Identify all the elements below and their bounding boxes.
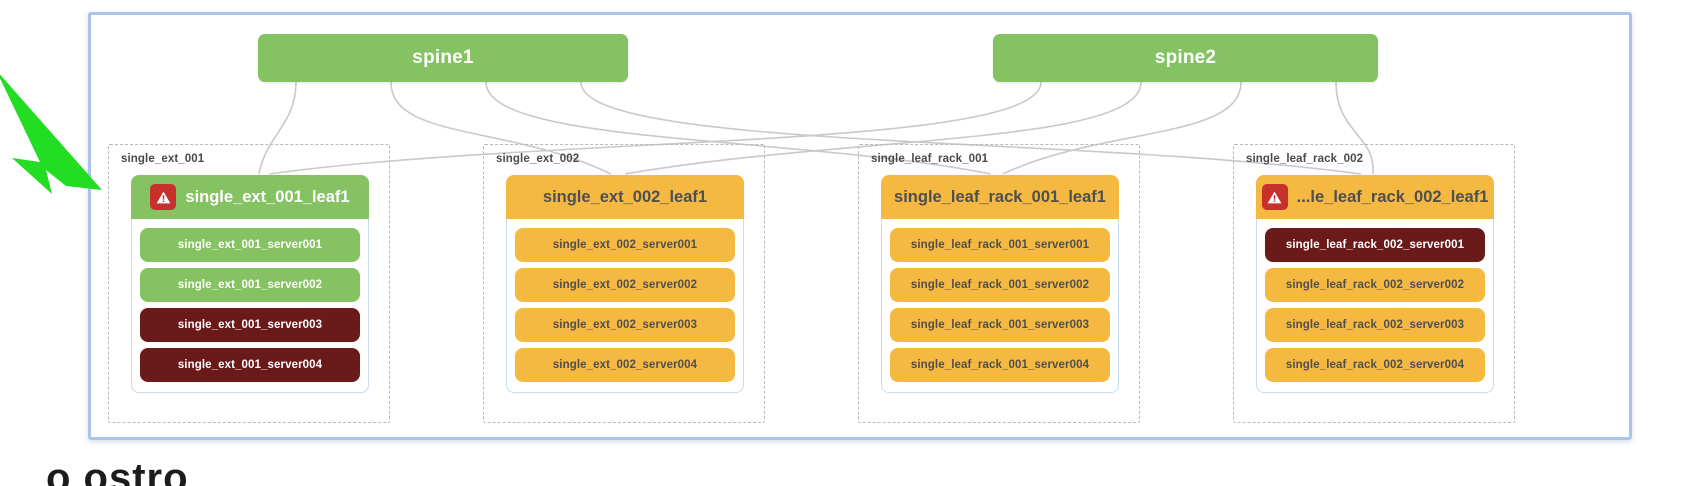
server-node[interactable]: single_ext_002_server003: [515, 308, 735, 342]
leaf-node-single-leaf-rack-001-leaf1[interactable]: single_leaf_rack_001_leaf1: [881, 175, 1119, 219]
server-node[interactable]: single_leaf_rack_002_server001: [1265, 228, 1485, 262]
rack-label: single_leaf_rack_002: [1246, 153, 1364, 165]
leaf-node-single-leaf-rack-002-leaf1[interactable]: ...le_leaf_rack_002_leaf1: [1256, 175, 1494, 219]
leaf-label: single_ext_002_leaf1: [542, 187, 708, 206]
leaf-block[interactable]: single_leaf_rack_001_leaf1 single_leaf_r…: [881, 175, 1119, 393]
leaf-server-list: single_leaf_rack_002_server001 single_le…: [1256, 219, 1494, 393]
server-node[interactable]: single_ext_001_server002: [140, 268, 360, 302]
leaf-node-single-ext-002-leaf1[interactable]: single_ext_002_leaf1: [506, 175, 744, 219]
leaf-label: single_leaf_rack_001_leaf1: [894, 187, 1106, 206]
server-node[interactable]: single_leaf_rack_001_server001: [890, 228, 1110, 262]
topology-canvas[interactable]: spine1 spine2 single_ext_001 single_ext_…: [88, 12, 1632, 440]
server-node[interactable]: single_ext_001_server001: [140, 228, 360, 262]
leaf-label: ...le_leaf_rack_002_leaf1: [1296, 187, 1489, 206]
server-node[interactable]: single_ext_002_server004: [515, 348, 735, 382]
cut-off-caption: o ostro: [46, 456, 189, 486]
server-node[interactable]: single_leaf_rack_002_server002: [1265, 268, 1485, 302]
rack-label: single_ext_001: [121, 153, 205, 165]
leaf-server-list: single_ext_001_server001 single_ext_001_…: [131, 219, 369, 393]
spine-node-spine1[interactable]: spine1: [258, 34, 628, 82]
spine-label: spine1: [412, 47, 474, 68]
leaf-server-list: single_leaf_rack_001_server001 single_le…: [881, 219, 1119, 393]
rack-label: single_ext_002: [496, 153, 580, 165]
warning-triangle-icon[interactable]: [1261, 184, 1288, 210]
rack-group-single-ext-001[interactable]: single_ext_001 single_ext_001_leaf1 sing…: [108, 144, 390, 423]
spine-label: spine2: [1154, 47, 1217, 68]
server-node[interactable]: single_leaf_rack_001_server004: [890, 348, 1110, 382]
rack-group-single-ext-002[interactable]: single_ext_002 single_ext_002_leaf1 sing…: [483, 144, 765, 423]
server-node[interactable]: single_ext_001_server003: [140, 308, 360, 342]
rack-group-single-leaf-rack-002[interactable]: single_leaf_rack_002 ...le_leaf_rack_002…: [1233, 144, 1515, 423]
spine-node-spine2[interactable]: spine2: [993, 34, 1378, 82]
server-node[interactable]: single_leaf_rack_002_server004: [1265, 348, 1485, 382]
leaf-server-list: single_ext_002_server001 single_ext_002_…: [506, 219, 744, 393]
rack-label: single_leaf_rack_001: [871, 153, 989, 165]
rack-group-single-leaf-rack-001[interactable]: single_leaf_rack_001 single_leaf_rack_00…: [858, 144, 1140, 423]
server-node[interactable]: single_ext_001_server004: [140, 348, 360, 382]
leaf-block[interactable]: ...le_leaf_rack_002_leaf1 single_leaf_ra…: [1256, 175, 1494, 393]
server-node[interactable]: single_leaf_rack_001_server002: [890, 268, 1110, 302]
leaf-label: single_ext_001_leaf1: [185, 187, 350, 206]
leaf-block[interactable]: single_ext_002_leaf1 single_ext_002_serv…: [506, 175, 744, 393]
server-node[interactable]: single_ext_002_server002: [515, 268, 735, 302]
server-node[interactable]: single_ext_002_server001: [515, 228, 735, 262]
warning-triangle-icon[interactable]: [150, 184, 177, 210]
leaf-node-single-ext-001-leaf1[interactable]: single_ext_001_leaf1: [131, 175, 369, 219]
leaf-block[interactable]: single_ext_001_leaf1 single_ext_001_serv…: [131, 175, 369, 393]
server-node[interactable]: single_leaf_rack_001_server003: [890, 308, 1110, 342]
server-node[interactable]: single_leaf_rack_002_server003: [1265, 308, 1485, 342]
